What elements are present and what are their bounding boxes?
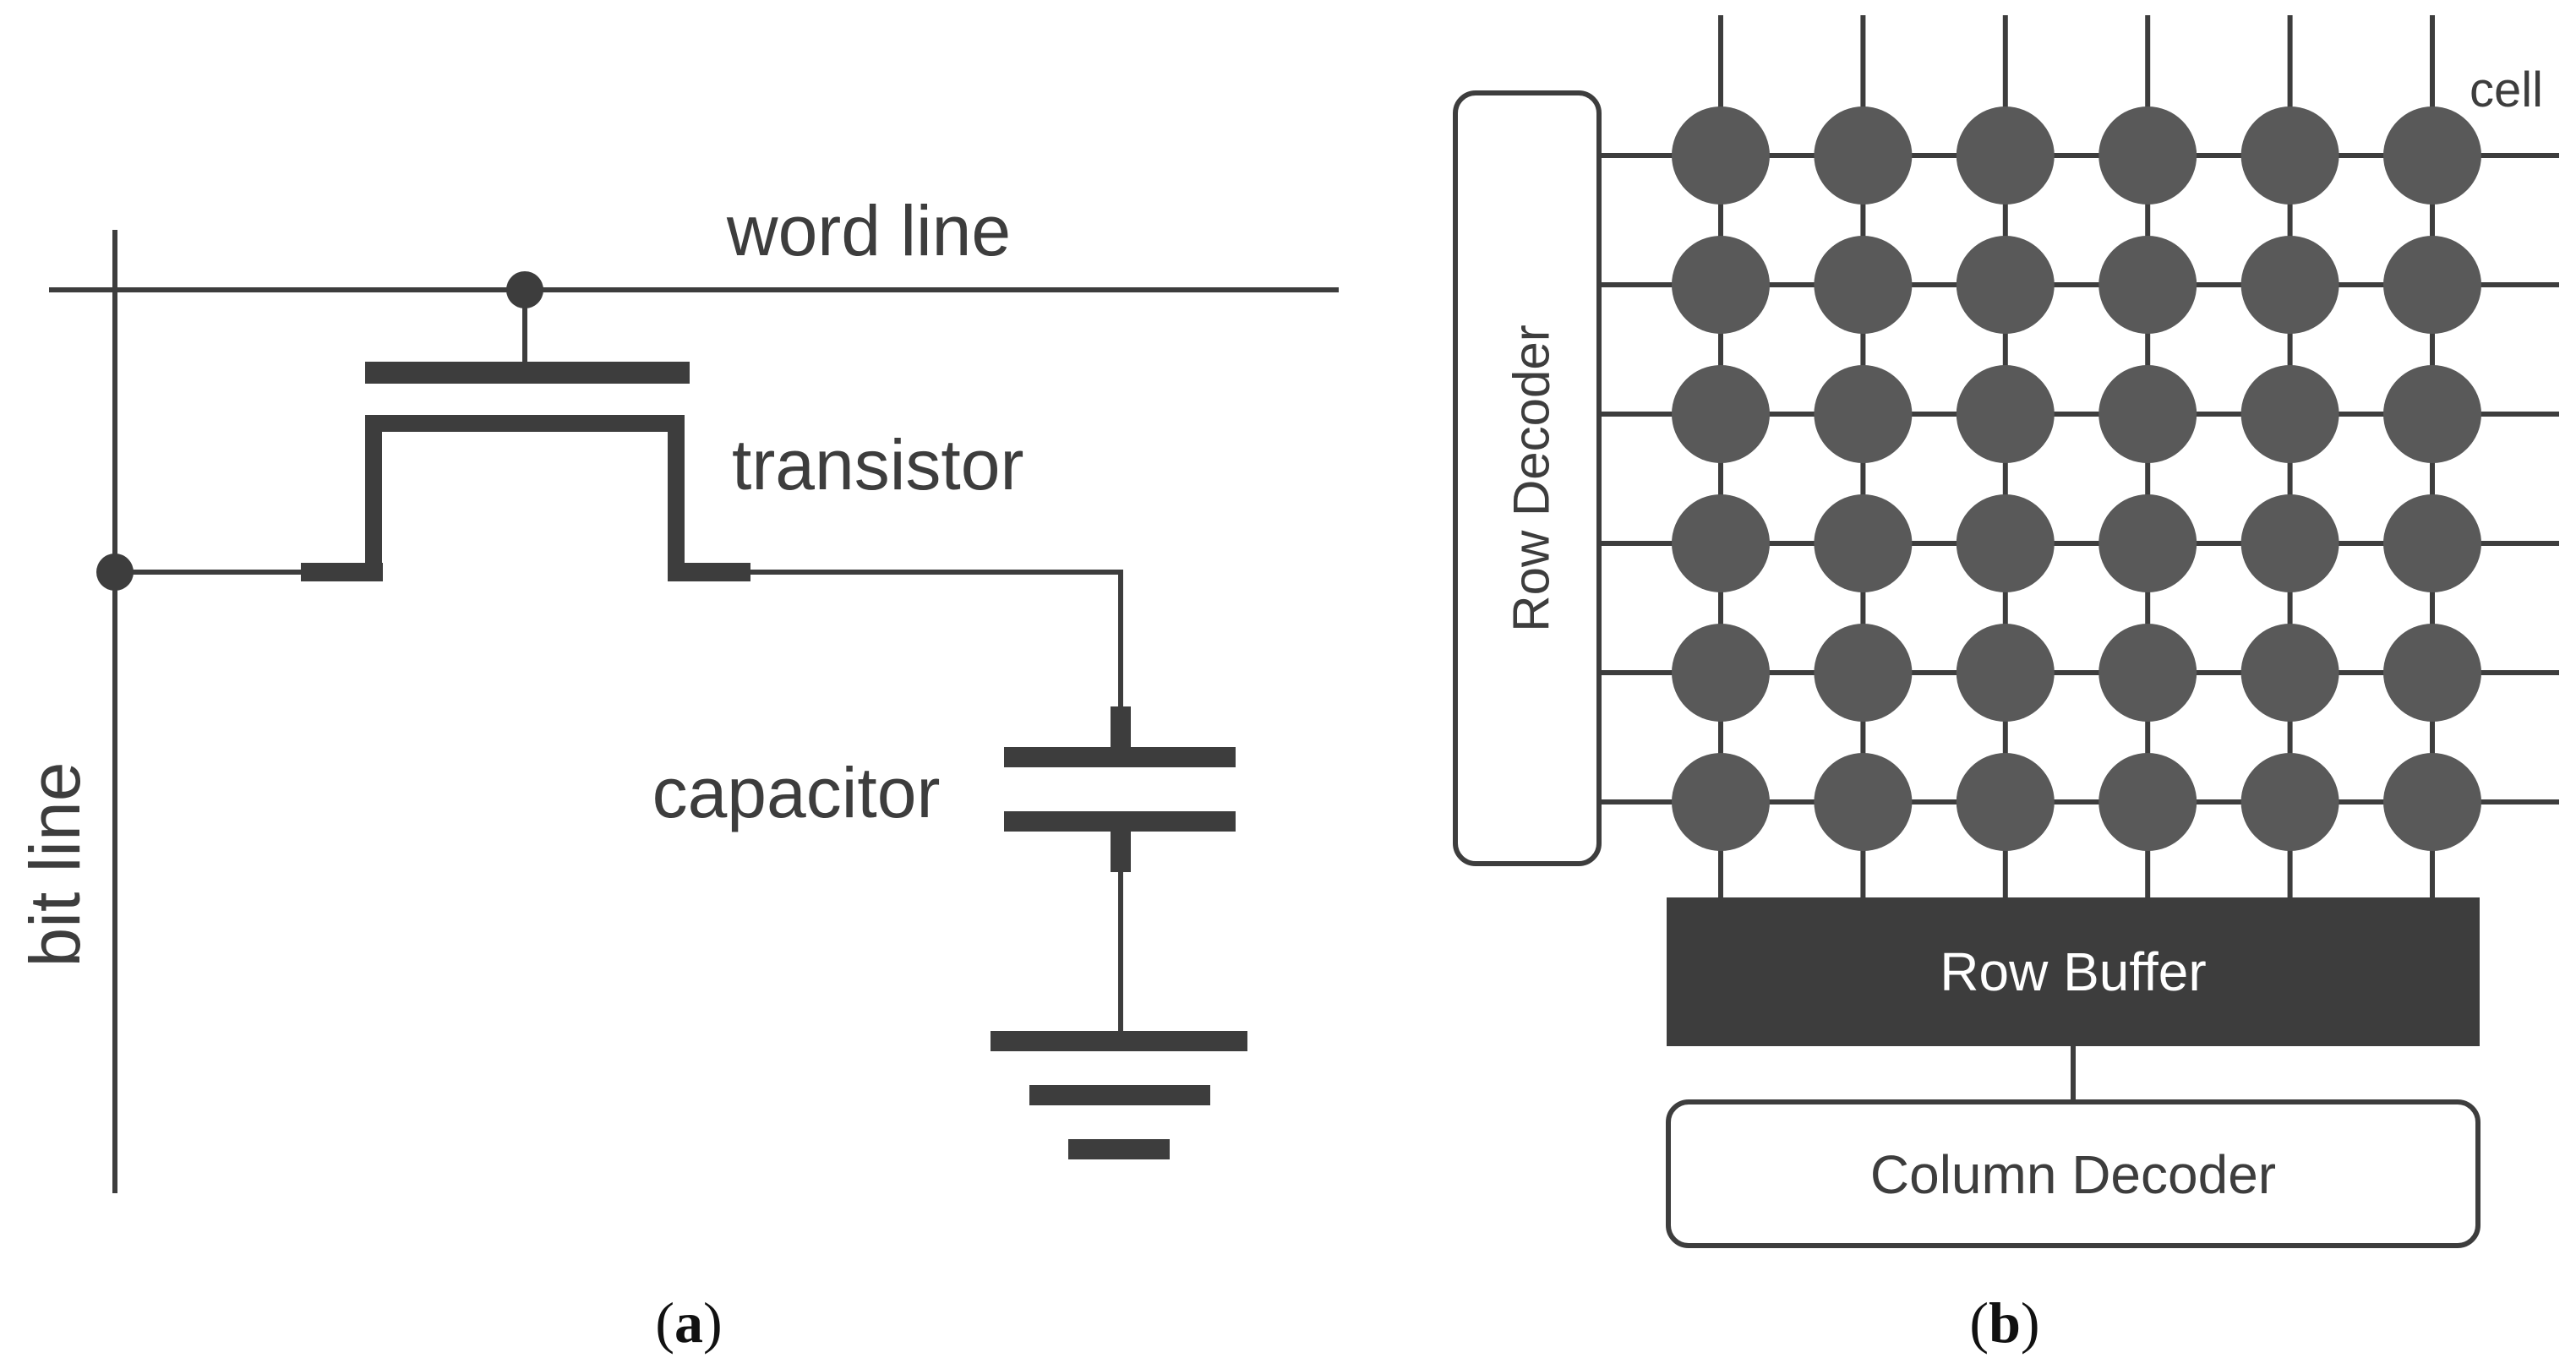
memory-cell — [2098, 494, 2197, 592]
memory-cell — [2240, 753, 2339, 851]
memory-cell — [2383, 494, 2481, 592]
row-buffer-label: Row Buffer — [1940, 941, 2206, 1002]
memory-cell — [2098, 753, 2197, 851]
memory-cell — [2383, 624, 2481, 722]
memory-cell — [2383, 753, 2481, 851]
transistor-label: transistor — [732, 425, 1023, 505]
column-decoder-box — [1666, 1099, 2480, 1248]
memory-cell — [1956, 753, 2055, 851]
memory-cell — [1672, 365, 1770, 463]
capacitor-bottom-lead — [1111, 832, 1131, 872]
transistor-gate-plate — [365, 362, 690, 384]
memory-cell — [1956, 624, 2055, 722]
word-line-label: word line — [726, 191, 1011, 270]
memory-cell — [1672, 494, 1770, 592]
memory-cell — [2098, 106, 2197, 205]
panel-a-caption: (a) — [655, 1290, 722, 1355]
capacitor-label: capacitor — [652, 753, 941, 832]
ground-bar-1 — [991, 1031, 1247, 1051]
memory-cell — [2240, 236, 2339, 334]
memory-cell — [2383, 106, 2481, 205]
memory-cell — [1956, 365, 2055, 463]
memory-cell — [1672, 624, 1770, 722]
memory-cell — [1814, 753, 1913, 851]
memory-cell — [2240, 624, 2339, 722]
memory-cell — [1814, 624, 1913, 722]
transistor-source-plate — [301, 563, 383, 581]
memory-cell — [2098, 365, 2197, 463]
row-decoder-label: Row Decoder — [1504, 325, 1560, 632]
cell-label: cell — [2470, 63, 2543, 117]
memory-cell — [1956, 494, 2055, 592]
memory-cell — [2240, 106, 2339, 205]
memory-cell — [1672, 236, 1770, 334]
transistor-drain-plate — [668, 563, 750, 581]
memory-cell — [1814, 494, 1913, 592]
memory-cell — [1672, 106, 1770, 205]
memory-cell — [1814, 236, 1913, 334]
ground-bar-3 — [1068, 1139, 1170, 1159]
panel-b-dram-array: Row Decoder cell Row Buffer Column Decod… — [1453, 15, 2559, 1355]
memory-cell — [2383, 365, 2481, 463]
capacitor-top-plate — [1004, 747, 1236, 767]
panel-a-dram-cell: word line transistor capacitor bit line … — [15, 191, 1339, 1355]
memory-cell — [2383, 236, 2481, 334]
memory-cell — [2240, 365, 2339, 463]
memory-cell — [1672, 753, 1770, 851]
memory-cell — [2098, 624, 2197, 722]
drain-to-capacitor-wire — [747, 570, 1123, 715]
memory-cell — [2098, 236, 2197, 334]
capacitor-bottom-plate — [1004, 811, 1236, 832]
panel-b-caption: (b) — [1969, 1290, 2039, 1355]
memory-cell — [1956, 236, 2055, 334]
memory-cell — [1814, 106, 1913, 205]
memory-cell — [1814, 365, 1913, 463]
column-decoder-label: Column Decoder — [1870, 1144, 2276, 1205]
memory-cell — [1956, 106, 2055, 205]
transistor-channel — [365, 415, 685, 572]
row-buffer-box — [1667, 897, 2480, 1046]
capacitor-top-lead — [1111, 706, 1131, 747]
ground-bar-2 — [1029, 1085, 1210, 1105]
cell-array-grid — [1599, 15, 2559, 899]
bit-line-label: bit line — [15, 762, 95, 968]
memory-cell — [2240, 494, 2339, 592]
row-decoder-box — [1453, 90, 1602, 866]
